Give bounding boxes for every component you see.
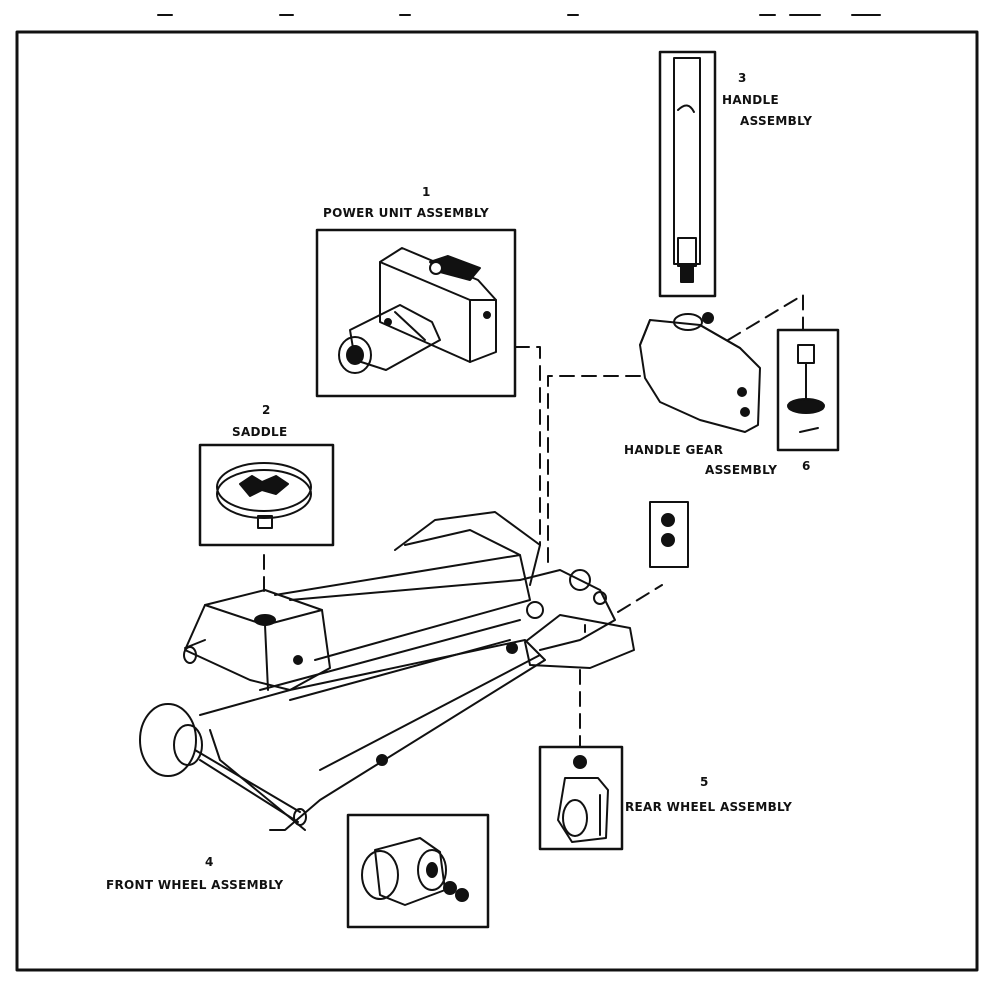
rear-wheel-icon (538, 745, 624, 851)
diagram-frame (15, 30, 979, 972)
rear-wheel-label: REAR WHEEL ASSEMBLY (625, 800, 793, 814)
handle-label-line1: HANDLE (722, 93, 779, 107)
front-wheel-icon (346, 813, 490, 929)
part-number-5: 5 (700, 775, 709, 789)
part-number-6: 6 (802, 459, 811, 473)
handle-gear-icon (639, 312, 761, 433)
handle-gear-label-line2: ASSEMBLY (705, 463, 778, 477)
handle-label-line2: ASSEMBLY (740, 114, 813, 128)
power-unit-icon (315, 228, 517, 398)
saddle-icon (198, 443, 335, 547)
front-wheel-label: FRONT WHEEL ASSEMBLY (106, 878, 284, 892)
handle-gear-label-line1: HANDLE GEAR (624, 443, 724, 457)
handle-icon (658, 50, 717, 298)
connector-lines (263, 294, 804, 748)
saddle-label: SADDLE (232, 425, 288, 439)
power-unit-label: POWER UNIT ASSEMBLY (323, 206, 489, 220)
part-number-4: 4 (205, 855, 214, 869)
part-number-1: 1 (422, 185, 431, 199)
washers-icon (649, 501, 689, 568)
floor-jack-icon (139, 511, 635, 831)
part-number-3: 3 (738, 71, 747, 85)
handle-shaft-icon (776, 328, 840, 452)
part-number-2: 2 (262, 403, 271, 417)
